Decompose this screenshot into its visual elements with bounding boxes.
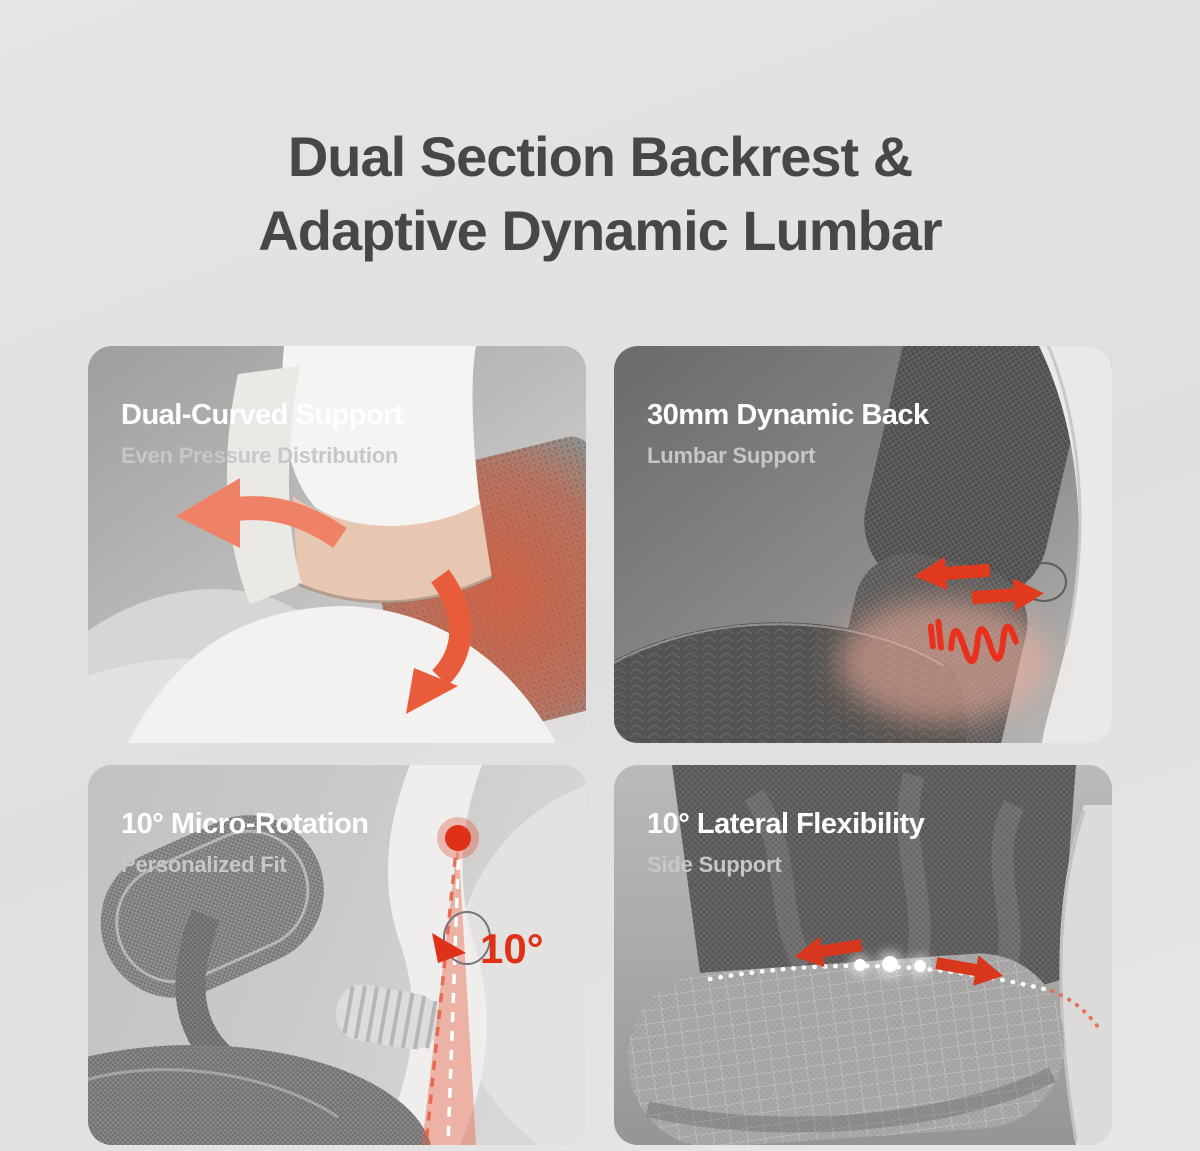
photo-lateral-flexibility xyxy=(614,765,1112,1145)
pivot-dot-icon xyxy=(445,825,471,851)
lumbar-pillow xyxy=(628,953,1064,1145)
panel-subheading: Side Support xyxy=(647,852,782,877)
panel-dual-curved-support: Dual-Curved Support Even Pressure Distri… xyxy=(88,346,586,743)
panel-subheading: Personalized Fit xyxy=(121,852,287,877)
panel-micro-rotation: 10° 10° Micro-Rotation Personalized Fit xyxy=(88,765,586,1145)
left-arrow-icon xyxy=(914,556,991,590)
photo-dual-curved-support xyxy=(88,346,586,743)
rotation-angle-label: 10° xyxy=(480,925,544,972)
right-arrow-icon xyxy=(971,578,1044,612)
panel-caption: 10° Lateral Flexibility Side Support xyxy=(647,807,925,878)
glow-dots xyxy=(849,950,931,978)
title-line-2: Adaptive Dynamic Lumbar xyxy=(258,199,942,262)
left-arrow-icon xyxy=(794,936,863,968)
page-title: Dual Section Backrest & Adaptive Dynamic… xyxy=(0,120,1200,268)
spring-coil-icon xyxy=(927,618,1019,665)
panel-lateral-flexibility: 10° Lateral Flexibility Side Support xyxy=(614,765,1112,1145)
red-dotted-line xyxy=(1050,989,1100,1029)
headrest-mesh xyxy=(100,815,324,998)
title-line-1: Dual Section Backrest & xyxy=(287,125,913,188)
down-curved-arrow-icon xyxy=(406,569,472,714)
lumbar-glow xyxy=(839,599,1049,723)
rotation-arrow-icon xyxy=(432,933,466,963)
panel-heading: 30mm Dynamic Back xyxy=(647,399,929,431)
chair-base xyxy=(1059,805,1112,1145)
backrest-mesh xyxy=(672,765,1076,1006)
panel-heading: 10° Micro-Rotation xyxy=(121,808,369,840)
chair-frame xyxy=(1038,346,1112,743)
right-arrow-icon xyxy=(935,955,1004,986)
backrest-frame xyxy=(380,765,487,1145)
chair-shell xyxy=(453,785,586,1145)
panel-caption: 10° Micro-Rotation Personalized Fit xyxy=(121,807,369,878)
panel-heading: 10° Lateral Flexibility xyxy=(647,808,925,840)
flex-joint xyxy=(336,984,440,1050)
photo-dynamic-back xyxy=(614,346,1112,743)
armrest-cushion xyxy=(88,1045,431,1145)
panel-caption: 30mm Dynamic Back Lumbar Support xyxy=(647,398,929,469)
frame-joint-circle xyxy=(1021,562,1067,602)
panel-subheading: Even Pressure Distribution xyxy=(121,443,399,468)
left-curved-arrow-icon xyxy=(176,478,347,548)
photo-micro-rotation: 10° xyxy=(88,765,586,1145)
panel-dynamic-back: 30mm Dynamic Back Lumbar Support xyxy=(614,346,1112,743)
dashed-axis-line xyxy=(446,840,461,1145)
panel-caption: Dual-Curved Support Even Pressure Distri… xyxy=(121,398,404,469)
panel-subheading: Lumbar Support xyxy=(647,443,816,468)
panel-heading: Dual-Curved Support xyxy=(121,399,404,431)
rotation-arc-icon xyxy=(443,911,491,965)
